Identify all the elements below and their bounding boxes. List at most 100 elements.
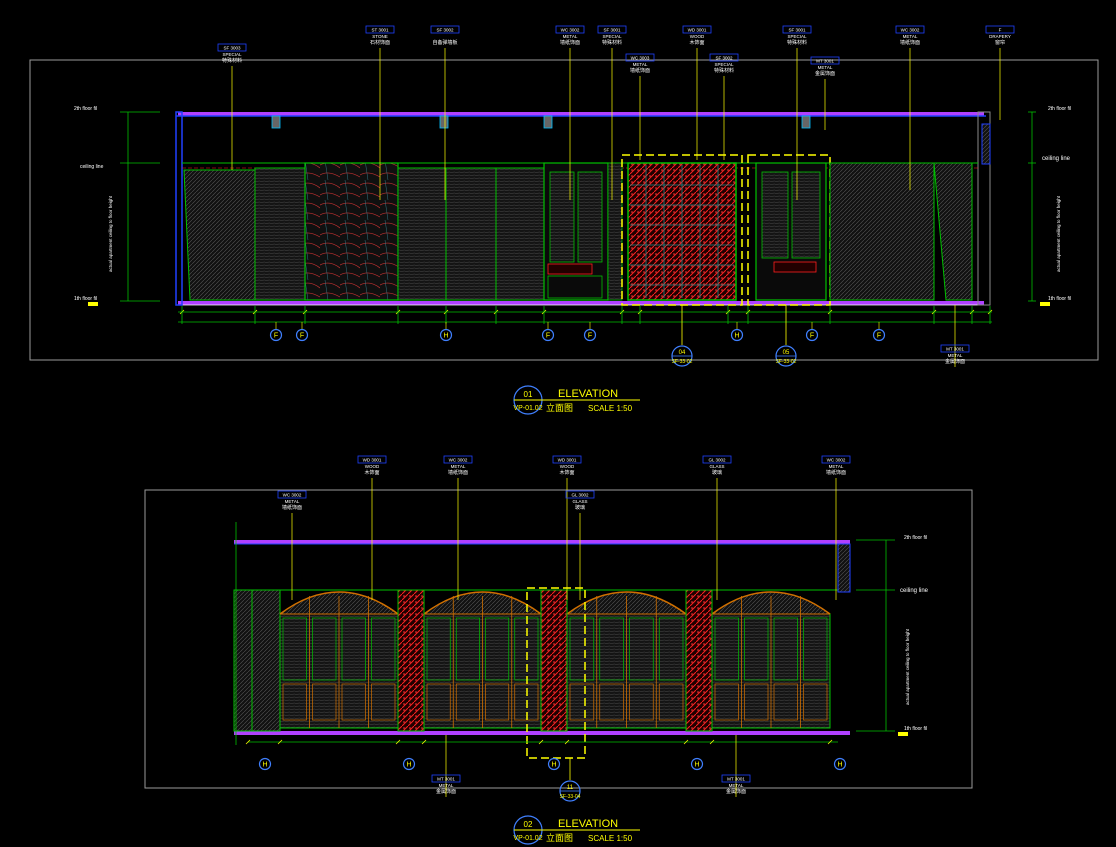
callout-material: METAL	[903, 34, 918, 39]
section-04-ref: SF-33-02	[672, 359, 693, 365]
drawing-1-grid-bubble-1[interactable]: F	[269, 322, 283, 342]
callout-code: WD 3001	[558, 458, 577, 463]
section-11-number: 11	[567, 785, 574, 791]
drawing-1-grid-bubble-7[interactable]: F	[805, 322, 819, 342]
drawing-2-grid-bubble-5[interactable]: H	[833, 757, 847, 771]
callout-cn: 木饰面	[559, 469, 574, 476]
drawing-1-grid-bubble-2[interactable]: F	[295, 322, 309, 342]
drawing-1-section-mark-05[interactable]: 05 SF-33-02	[775, 305, 797, 367]
grid-bubble-label: H	[551, 762, 556, 769]
title-1-ref: VP-01.02	[513, 405, 542, 412]
drawing-2-section-mark-11[interactable]: 11 SF-33-04	[559, 758, 581, 802]
callout-code: GL 3002	[571, 493, 589, 498]
drawing-1-left-wall	[175, 111, 183, 306]
callout-material: SPECIAL	[222, 52, 242, 57]
grid-bubble-label: H	[406, 762, 411, 769]
callout-material: DRAPERY	[989, 34, 1011, 39]
drawing-1-grid-bubble-6[interactable]: H	[730, 322, 744, 342]
drawing-1-floor-slab	[178, 301, 984, 305]
drawing-1-panel-right	[933, 162, 973, 301]
title-2-number: 02	[524, 820, 533, 829]
callout-cn: 特殊材料	[714, 67, 734, 74]
callout-cn: 墙纸饰面	[448, 469, 468, 476]
drawing-1-wood-panel-2	[397, 167, 447, 301]
drawing-1-side-note-right: actual apartment ceiling to floor height	[1056, 195, 1061, 272]
callout-code: WC 3003	[631, 56, 650, 61]
drawing-1-level-top-left: 2th floor fil	[74, 106, 97, 112]
callout-code: WD 3001	[363, 458, 382, 463]
drawing-1-level-bottom-right: 1th floor fil	[1048, 296, 1071, 302]
callout-code: SF 3002	[715, 56, 733, 61]
callout-material: METAL	[439, 783, 454, 788]
drawing-1-level-ceiling-right: ceiling line	[1042, 156, 1071, 162]
callout-material: METAL	[948, 353, 963, 358]
drawing-2-title-block: 02 VP-01.02 ELEVATION 立面图 SCALE 1:50	[513, 815, 640, 845]
callout-material: METAL	[829, 464, 844, 469]
callout-cn: 金属饰面	[726, 788, 746, 795]
callout-cn: 特殊材料	[787, 39, 807, 46]
drawing-1-right-wall	[977, 111, 991, 306]
drawing-2-grid-bubble-2[interactable]: H	[402, 757, 416, 771]
callout-material: METAL	[563, 34, 578, 39]
callout-material: STONE	[372, 34, 387, 39]
drawing-1-panel-left	[183, 169, 256, 301]
title-2-ref: VP-01.02	[513, 835, 542, 842]
section-11-ref: SF-33-04	[560, 794, 581, 800]
callout-cn: 特殊材料	[222, 57, 242, 64]
callout-code: MT 3001	[437, 777, 455, 782]
callout-cn: 金属饰面	[945, 358, 965, 365]
callout-code: MT 3001	[727, 777, 745, 782]
drawing-2-level-bottom: 1th floor fil	[904, 726, 927, 732]
callout-cn: 墙纸饰面	[900, 39, 920, 46]
drawing-2-arched-door-unit-4	[711, 591, 831, 729]
callout-material: WOOD	[365, 464, 380, 469]
callout-code: WC 3002	[561, 28, 580, 33]
callout-code: SF 3001	[603, 28, 621, 33]
callout-cn: 木饰面	[689, 39, 704, 46]
callout-code: ST 3001	[372, 28, 389, 33]
drawing-1-grid-bubble-8[interactable]: F	[872, 322, 886, 342]
callout-material: SPECIAL	[714, 62, 734, 67]
drawing-1-grid-bubble-3[interactable]: H	[439, 322, 453, 342]
grid-bubble-label: H	[837, 762, 842, 769]
grid-bubble-label: F	[588, 333, 592, 340]
drawing-1-grid-bubble-5[interactable]: F	[583, 322, 597, 342]
drawing-2-arched-door-unit-2	[423, 591, 542, 729]
callout-cn: 金属饰面	[815, 70, 835, 77]
drawing-2-grid-bubble-4[interactable]: H	[690, 757, 704, 771]
callout-code: MT 3001	[946, 347, 964, 352]
drawing-2-level-ceiling: ceiling line	[900, 588, 929, 594]
drawing-2-grid-bubble-3[interactable]: H	[547, 757, 561, 771]
callout-code: WC 3002	[283, 493, 302, 498]
drawing-1-grid-bubble-4[interactable]: F	[541, 322, 555, 342]
title-2-scale: SCALE 1:50	[588, 834, 633, 843]
callout-code: WC 3002	[827, 458, 846, 463]
callout-code: MT 3001	[816, 59, 834, 64]
drawing-1-level-bottom-left: 1th floor fil	[74, 296, 97, 302]
drawing-2-grid-bubble-1[interactable]: H	[258, 757, 272, 771]
drawing-1-section-mark-04[interactable]: 04 SF-33-02	[671, 305, 693, 367]
callout-cn: 金属饰面	[436, 788, 456, 795]
